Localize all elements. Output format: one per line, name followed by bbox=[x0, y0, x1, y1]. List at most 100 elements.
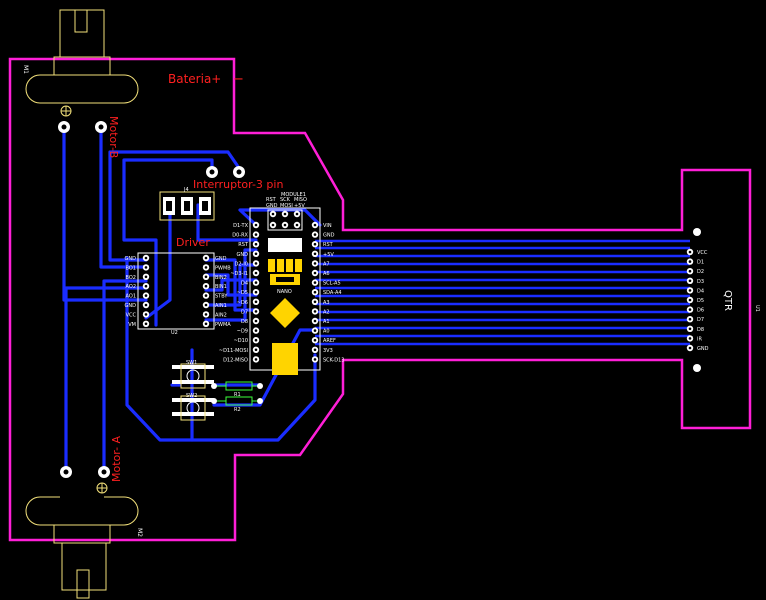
nano-right-pin-label: A6 bbox=[323, 271, 330, 277]
nano-left-pin-label: RST bbox=[238, 242, 249, 248]
qtr-pad bbox=[686, 277, 694, 284]
nano-left-pad bbox=[252, 269, 260, 277]
driver-label: Driver bbox=[176, 236, 210, 249]
nano-right-pin-label: AREF bbox=[323, 338, 336, 344]
nano-left-pin-label: ~D11-MOSI bbox=[219, 348, 248, 354]
driver-left-pad bbox=[142, 301, 150, 309]
driver-left-pin-label: VCC bbox=[126, 312, 137, 318]
r2-label: R2 bbox=[234, 407, 241, 413]
qtr-pad bbox=[686, 248, 694, 256]
nano-left-pad bbox=[252, 337, 260, 344]
driver-left-pin-label: VM bbox=[128, 322, 136, 328]
sw1-label: SW1 bbox=[186, 360, 197, 366]
driver-right-pin-label: AIN2 bbox=[215, 312, 227, 318]
driver-right-pad bbox=[202, 292, 210, 299]
driver-left-pin-label: BO1 bbox=[126, 265, 136, 271]
driver-right-pad bbox=[202, 254, 210, 262]
nano-left-pin-label: ~D6 bbox=[237, 300, 248, 306]
qtr-sensor bbox=[686, 228, 701, 372]
j4-label: J4 bbox=[183, 187, 189, 193]
nano-left-pad bbox=[252, 346, 260, 353]
nano-right-pin-label: A2 bbox=[323, 309, 330, 315]
nano-right-pad bbox=[311, 356, 319, 363]
board-outline bbox=[8, 57, 752, 542]
module-header-pad bbox=[293, 221, 301, 229]
button-sw1 bbox=[172, 363, 214, 389]
button-sw2 bbox=[172, 395, 214, 421]
module-header-pad bbox=[269, 210, 277, 218]
motor-a-pads bbox=[60, 466, 110, 478]
qtr-pad bbox=[686, 316, 694, 323]
qtr-pad bbox=[686, 306, 694, 313]
nano-right-pad bbox=[311, 317, 319, 325]
module-header-bottom-0: GND bbox=[266, 203, 278, 209]
nano-right-pin-label: SDA-A4 bbox=[323, 290, 342, 296]
nano-left-pin-label: D2-I0 bbox=[235, 261, 249, 267]
driver-right-pad bbox=[202, 311, 210, 318]
driver-left-pin-label: GND bbox=[125, 303, 137, 309]
nano-right-pad bbox=[311, 231, 319, 238]
module-header-pad bbox=[281, 210, 289, 218]
resistor-r2 bbox=[211, 396, 263, 406]
nano-left-pad bbox=[252, 231, 260, 238]
qtr-pad bbox=[686, 296, 694, 304]
nano-left-pin-label: ~D5 bbox=[237, 290, 248, 296]
module-header-top-0: RST bbox=[266, 197, 277, 203]
nano-right-pad bbox=[311, 241, 319, 248]
nano-right-pin-label: A1 bbox=[323, 319, 330, 325]
qtr-pin-label: IR bbox=[697, 336, 702, 342]
nano-right-pad bbox=[311, 279, 319, 286]
qtr-pin-label: GND bbox=[697, 346, 709, 352]
nano-left-pad bbox=[252, 289, 260, 296]
u2-label: U2 bbox=[171, 330, 178, 336]
motor-b-footprint bbox=[25, 9, 139, 117]
nano-left-pad bbox=[252, 279, 260, 286]
driver-left-pad bbox=[142, 273, 150, 280]
nano-left-pin-label: D0-RX bbox=[232, 233, 248, 239]
qtr-pad bbox=[686, 258, 694, 265]
nano-right-pad bbox=[311, 260, 319, 267]
driver-u2 bbox=[137, 252, 215, 330]
nano-left-pin-label: D7 bbox=[241, 309, 248, 315]
qtr-pin-label: D6 bbox=[697, 308, 704, 314]
module-header-pad bbox=[293, 210, 301, 218]
nano-left-pin-label: D8 bbox=[241, 319, 248, 325]
m2-label: M2 bbox=[136, 528, 143, 537]
traces bbox=[62, 125, 690, 474]
nano-right-pad bbox=[311, 289, 319, 296]
nano-left-pin-label: ~D9 bbox=[237, 329, 248, 335]
r1-label: R1 bbox=[234, 392, 241, 398]
driver-right-pad bbox=[202, 301, 210, 309]
nano-right-pad bbox=[311, 298, 319, 305]
nano-left-pad bbox=[252, 260, 260, 267]
driver-right-pin-label: GND bbox=[215, 256, 227, 262]
driver-right-pad bbox=[202, 273, 210, 280]
driver-left-pad bbox=[142, 320, 150, 327]
driver-right-pin-label: BIN1 bbox=[215, 284, 227, 290]
driver-left-pad bbox=[142, 283, 150, 290]
nano-left-pin-label: D12-MISO bbox=[223, 357, 248, 363]
resistor-r1 bbox=[211, 381, 263, 391]
qtr-pin-label: D2 bbox=[697, 269, 704, 275]
driver-left-pin-label: BO2 bbox=[126, 275, 136, 281]
qtr-pin-label: D4 bbox=[697, 288, 704, 294]
nano-left-pad bbox=[252, 356, 260, 363]
driver-right-pin-label: AIN1 bbox=[215, 303, 227, 309]
nano-right-pin-label: SCL-A5 bbox=[323, 281, 341, 287]
qtr-pad bbox=[686, 335, 694, 342]
sw2-label: SW2 bbox=[186, 393, 197, 399]
driver-right-pad bbox=[202, 264, 210, 271]
nano-right-pin-label: A0 bbox=[323, 329, 330, 335]
driver-right-pad bbox=[202, 320, 210, 327]
nano-left-pad bbox=[252, 327, 260, 334]
nano-left-pin-label: D1-TX bbox=[233, 223, 248, 229]
qtr-pad bbox=[686, 268, 694, 275]
motor-a-footprint bbox=[25, 482, 139, 599]
motor-b-pads bbox=[58, 121, 107, 133]
driver-right-pin-label: PWMB bbox=[215, 265, 231, 271]
driver-right-pin-label: PWMA bbox=[215, 322, 231, 328]
nano-right-pad bbox=[311, 346, 319, 353]
driver-left-pad bbox=[142, 311, 150, 318]
nano-label: NANO bbox=[277, 289, 292, 295]
nano-right-pin-label: SCK-D13 bbox=[323, 357, 344, 363]
